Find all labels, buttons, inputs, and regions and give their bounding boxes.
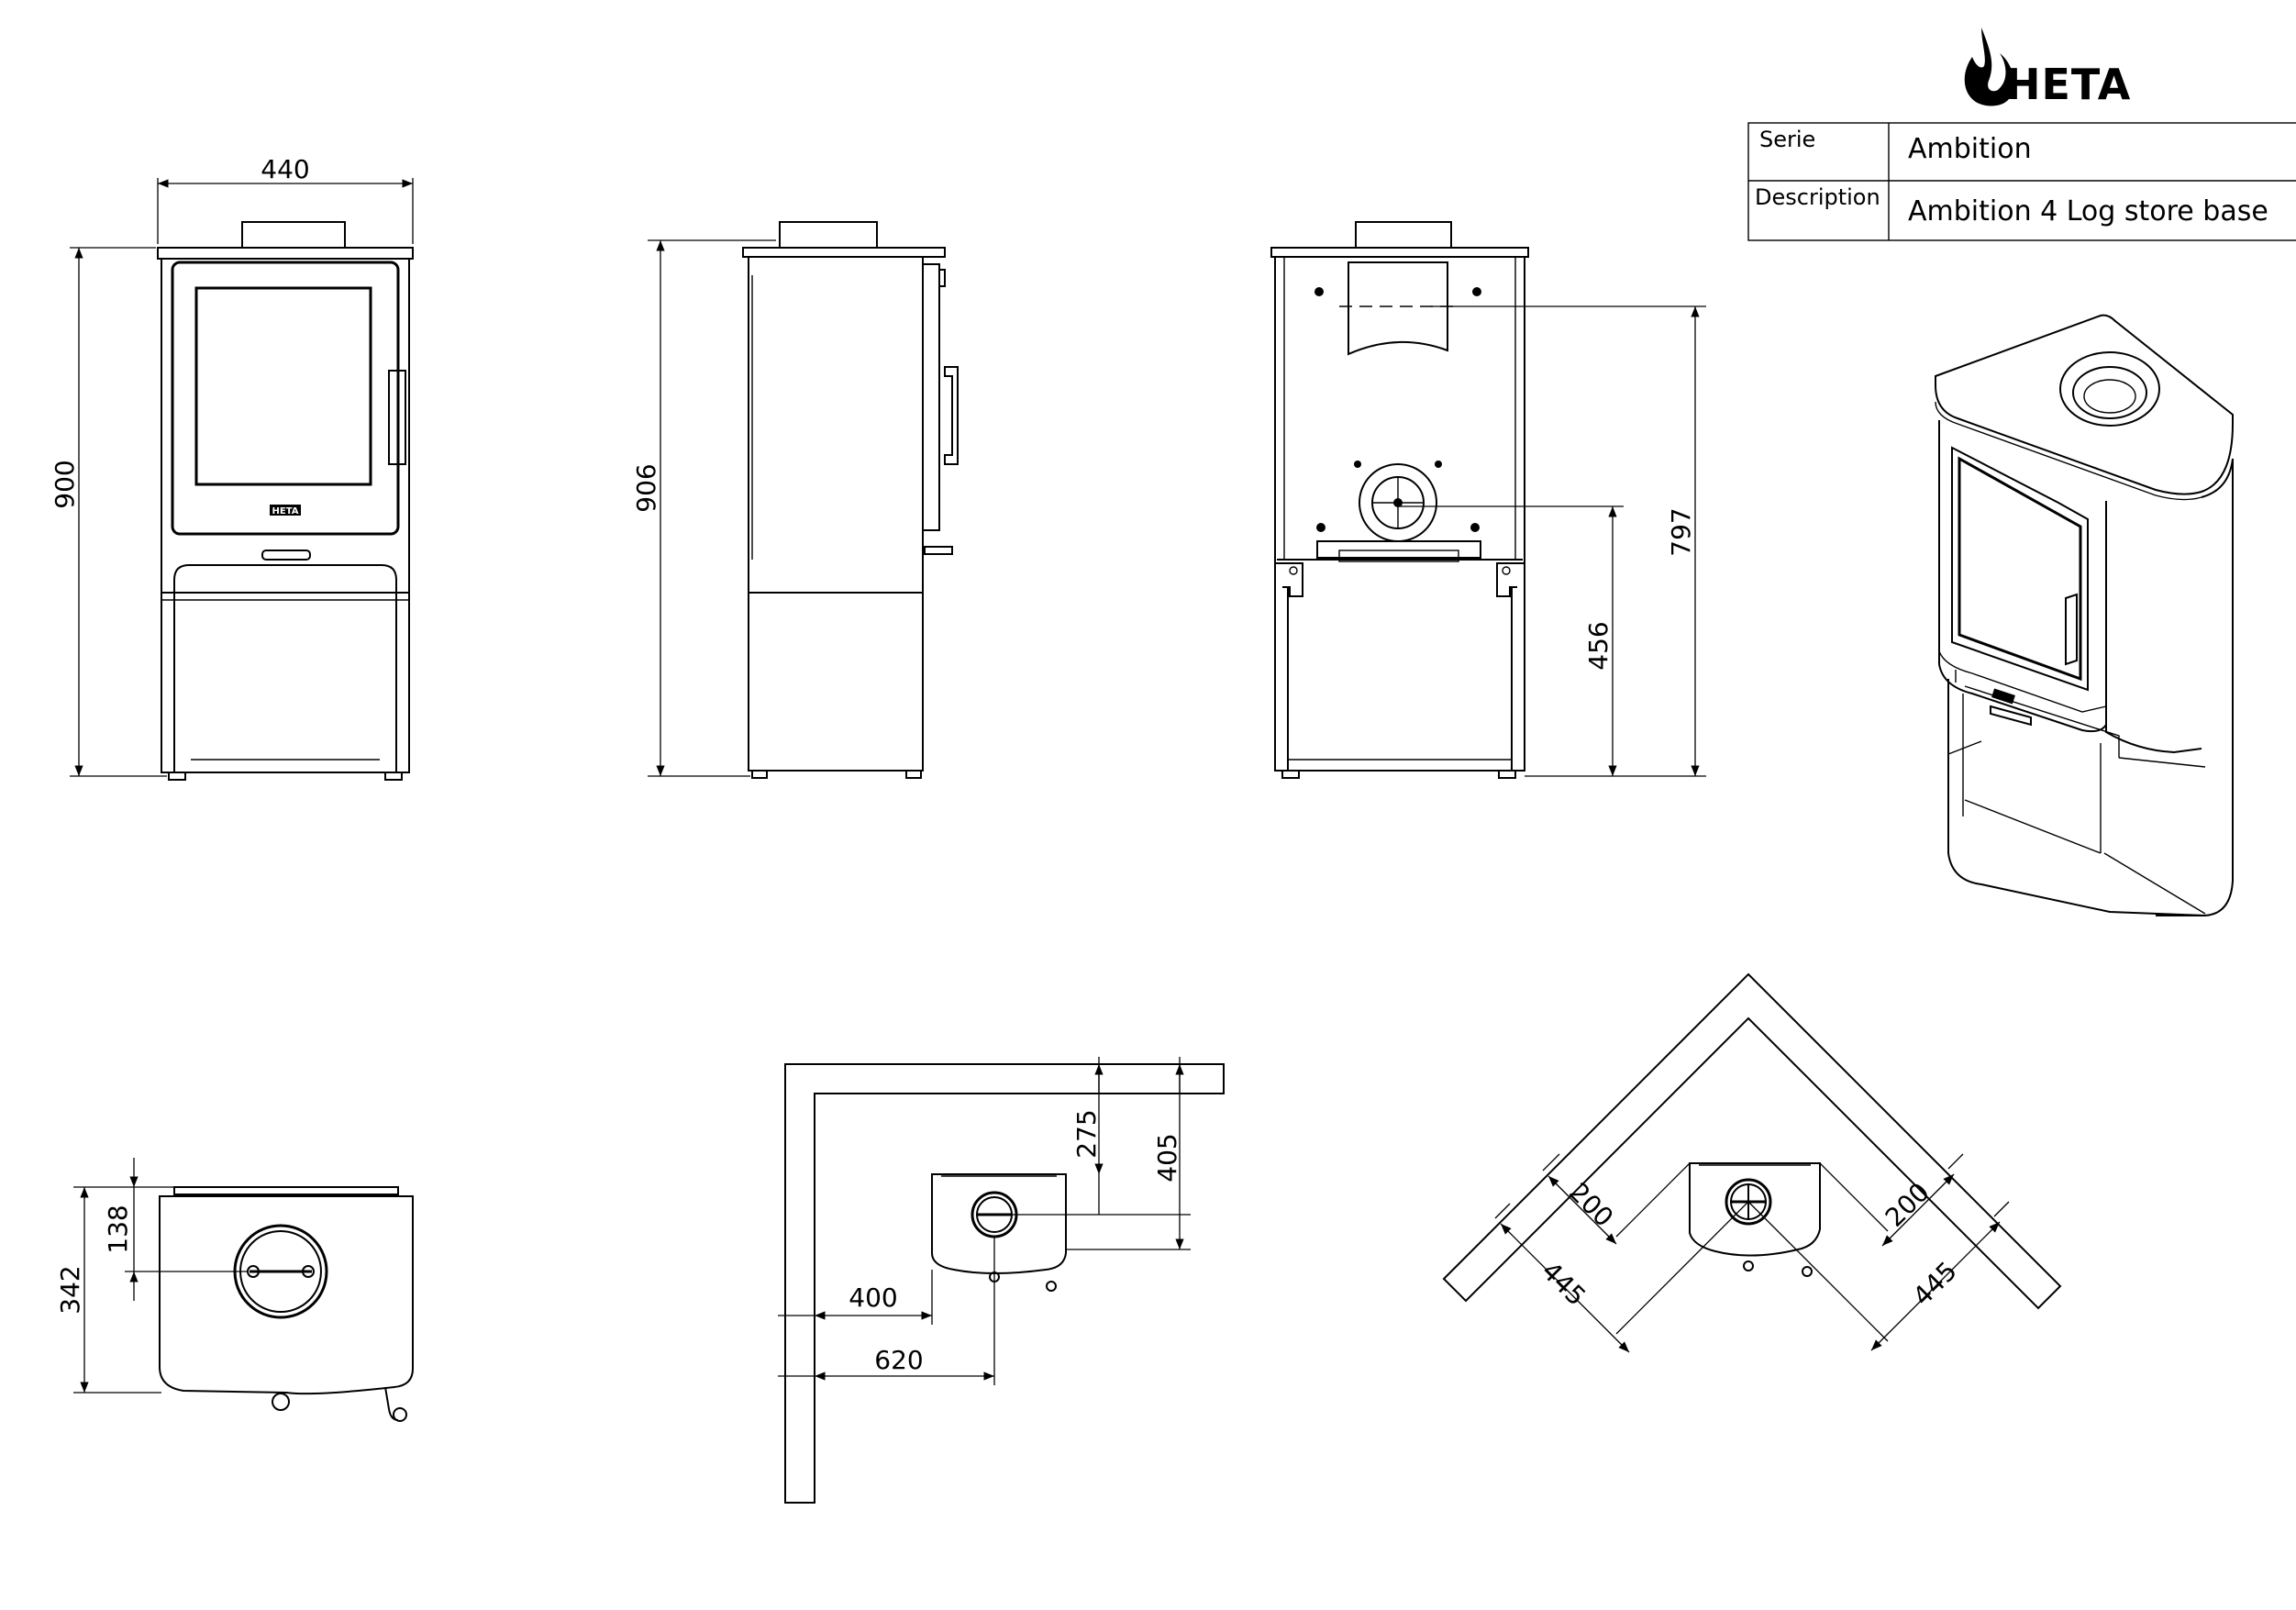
corner-wall-outline xyxy=(1442,972,2062,1310)
dim-left-445: 445 xyxy=(1536,1256,1592,1312)
dim-flue-797: 797 xyxy=(1666,507,1696,556)
dim-height-900: 900 xyxy=(50,460,80,508)
description-value: Ambition 4 Log store base xyxy=(1908,195,2268,228)
dim-rear-275: 275 xyxy=(1071,1109,1102,1158)
dim-right-200: 200 xyxy=(1880,1177,1936,1233)
dim-side-400: 400 xyxy=(849,1282,897,1313)
logo-text: HETA xyxy=(2005,60,2131,109)
dim-right-445: 445 xyxy=(1907,1256,1963,1312)
wall-outline xyxy=(784,1063,1225,1504)
clearance-plan-square: 275 405 400 620 xyxy=(778,1057,1225,1504)
clearance-plan-corner: 200 445 200 445 xyxy=(1442,972,2062,1353)
isometric-view xyxy=(1935,314,2234,916)
title-block: Serie Ambition Description Ambition 4 Lo… xyxy=(1747,122,2296,241)
heta-logo: HETA xyxy=(1964,28,2131,109)
top-view: 342 138 xyxy=(55,1158,414,1422)
dim-left-200: 200 xyxy=(1563,1177,1619,1233)
side-view: 906 xyxy=(631,221,959,779)
front-badge-text: HETA xyxy=(272,506,299,516)
front-badge xyxy=(270,505,301,516)
front-view: HETA 440 900 xyxy=(50,154,414,781)
dim-depth-342: 342 xyxy=(55,1265,85,1314)
dim-height-906: 906 xyxy=(631,463,661,512)
dim-side-620: 620 xyxy=(874,1345,923,1375)
dim-inlet-456: 456 xyxy=(1583,621,1614,670)
flame-icon xyxy=(1964,28,2014,106)
dim-rear-405: 405 xyxy=(1152,1133,1182,1182)
dim-flue-138: 138 xyxy=(103,1205,133,1253)
dim-width-440: 440 xyxy=(261,154,309,184)
serie-label: Serie xyxy=(1759,127,1815,152)
serie-value: Ambition xyxy=(1908,133,2032,165)
description-label: Description xyxy=(1755,184,1880,210)
rear-view: 797 456 xyxy=(1270,221,1706,779)
